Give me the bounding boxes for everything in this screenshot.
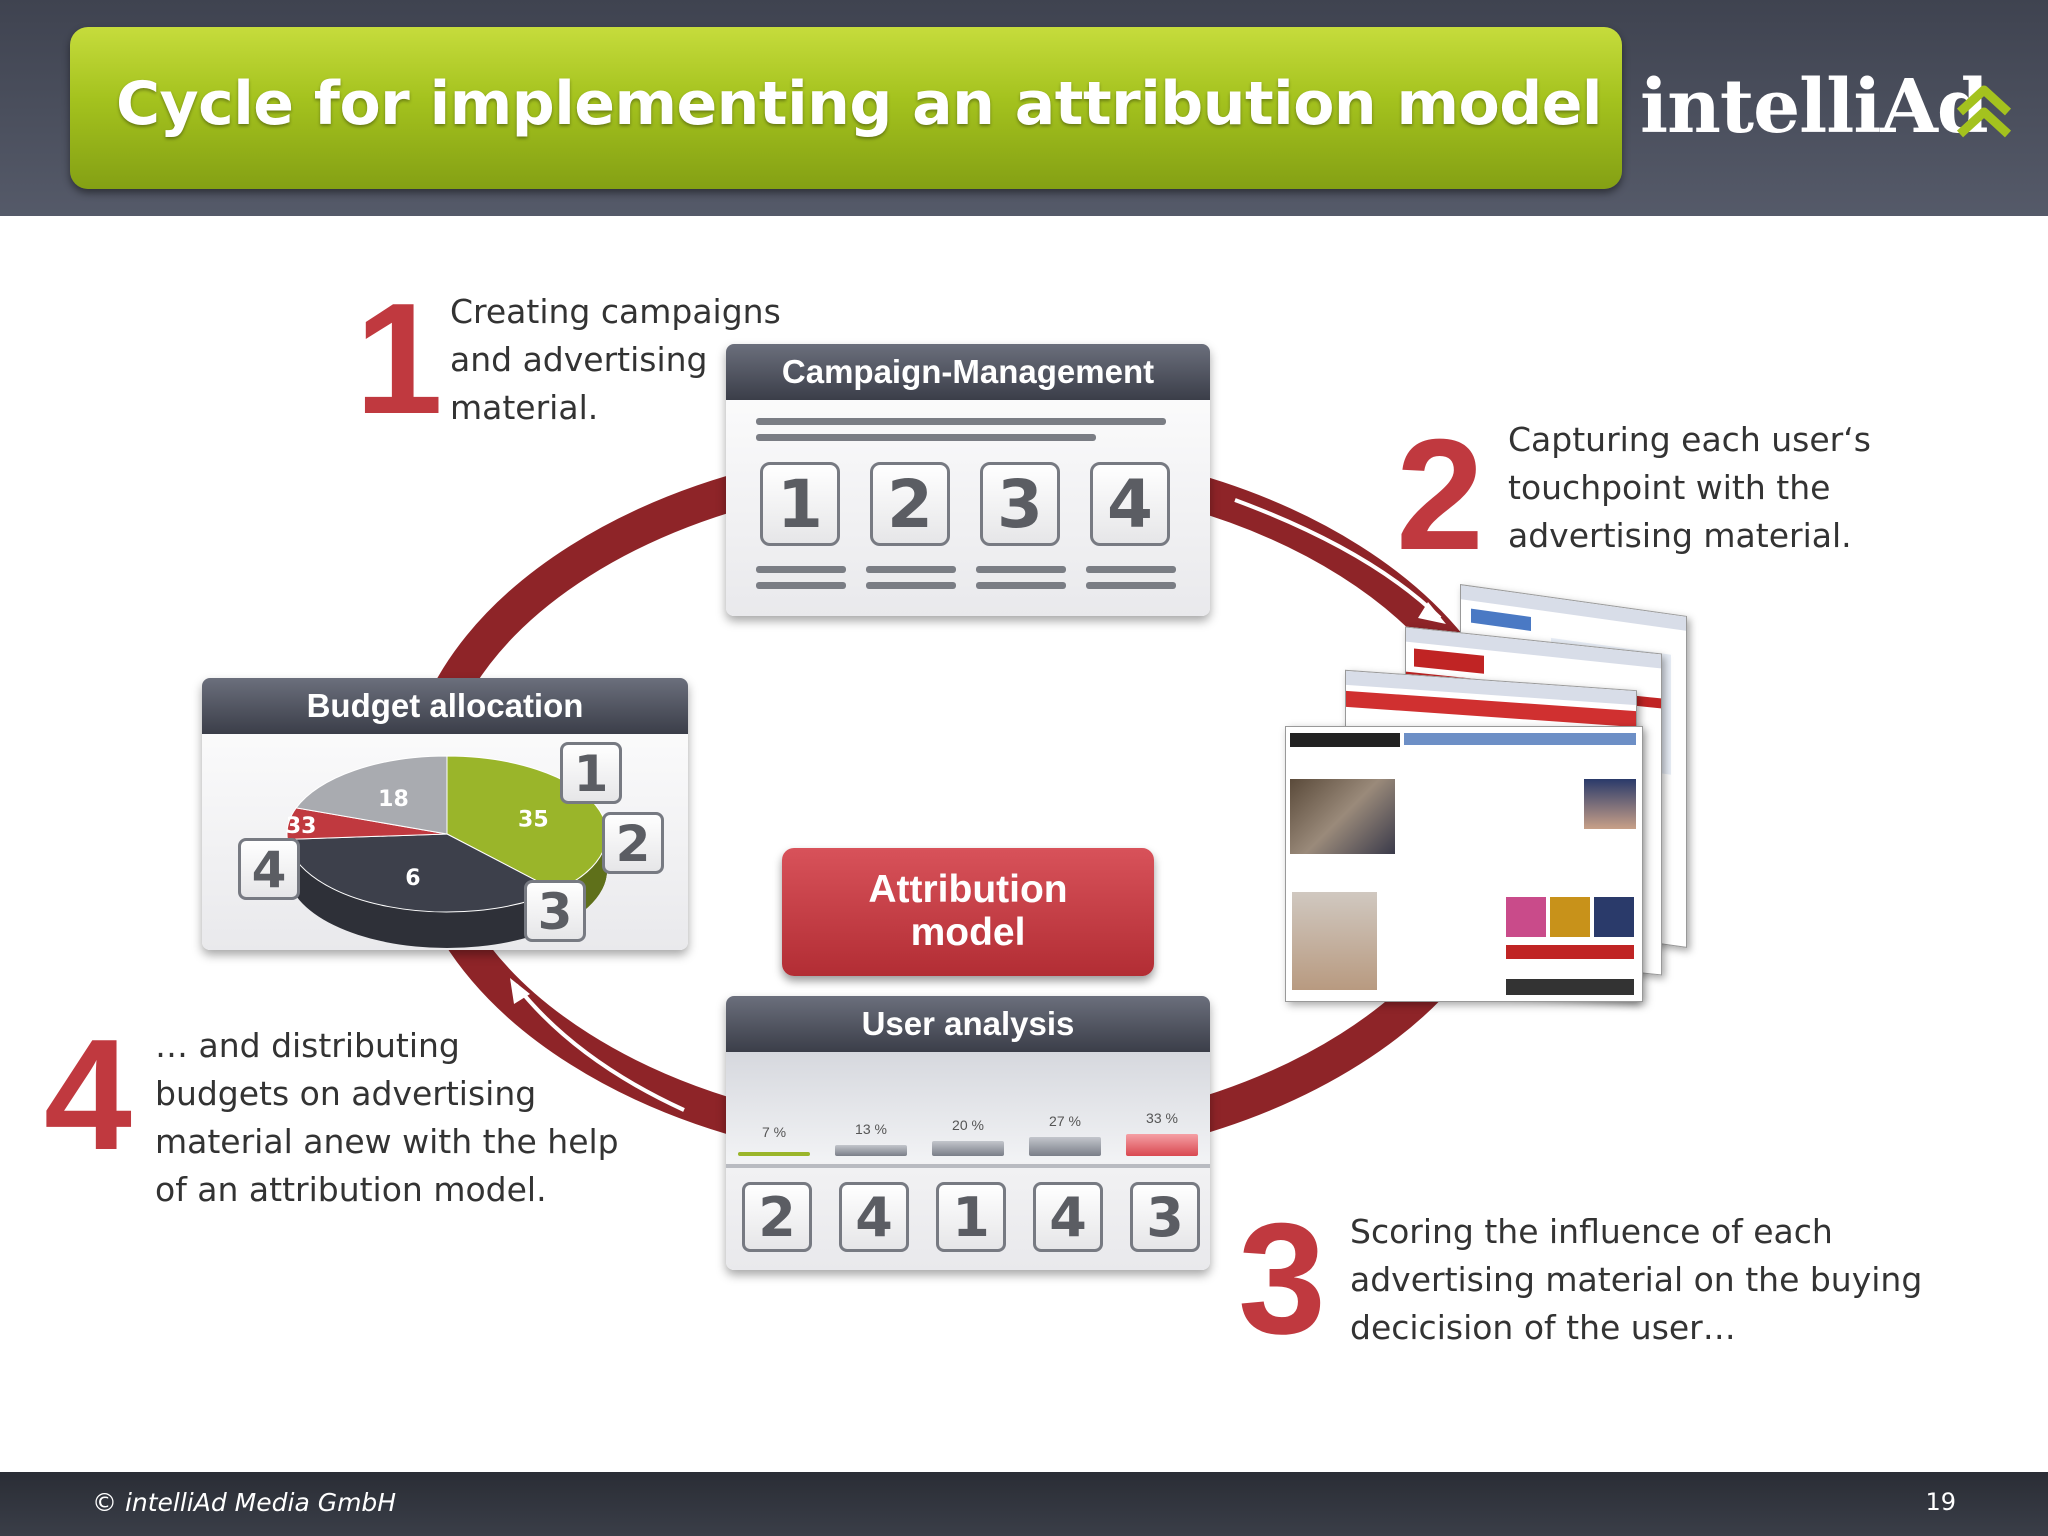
page-number: 19: [1925, 1488, 1956, 1516]
step-4-description: … and distributing budgets on advertisin…: [155, 1022, 619, 1214]
step-4-number: 4: [44, 1007, 132, 1183]
user-box-5: 3: [1130, 1182, 1200, 1252]
user-analysis-percent: 27 %: [1049, 1113, 1081, 1130]
arrow-top-right: [1234, 498, 1442, 620]
pie-value-label: 33: [286, 814, 317, 839]
text-line: [866, 582, 956, 589]
step-4-line: of an attribution model.: [155, 1170, 547, 1209]
text-line: [756, 434, 1096, 441]
arrow-bottom-right: [1261, 1028, 1437, 1126]
attribution-model-box: Attribution model: [782, 848, 1154, 976]
text-line: [976, 566, 1066, 573]
logo-text: intelliAd: [1640, 64, 1989, 150]
text-line: [756, 582, 846, 589]
arrowhead-bottom-right: [1254, 1112, 1282, 1130]
step-1-line: and advertising: [450, 340, 708, 379]
campaign-box-1: 1: [760, 462, 840, 546]
step-3-line: Scoring the influence of each: [1350, 1212, 1833, 1251]
campaign-box-3: 3: [980, 462, 1060, 546]
portrait-photo: [1584, 779, 1636, 829]
user-analysis-bar: [932, 1141, 1004, 1156]
step-2-line: advertising material.: [1508, 516, 1852, 555]
text-line: [976, 582, 1066, 589]
budget-label-2: 2: [602, 812, 664, 874]
attribution-line-2: model: [910, 911, 1026, 954]
text-line: [1086, 566, 1176, 573]
step-3-line: decicision of the user…: [1350, 1308, 1736, 1347]
ad-shoe: [1506, 897, 1546, 937]
attribution-line-1: Attribution: [868, 868, 1068, 911]
campaign-box-4: 4: [1090, 462, 1170, 546]
step-2-number: 2: [1396, 407, 1484, 583]
step-1-description: Creating campaigns and advertising mater…: [450, 288, 781, 432]
budget-label-3: 3: [524, 880, 586, 942]
user-analysis-percent: 13 %: [855, 1120, 887, 1137]
welt-online-screenshot: [1285, 726, 1643, 1002]
arrowhead-bottom-left: [510, 978, 530, 1004]
pie-slice-4: [295, 755, 448, 835]
step-2-line: touchpoint with the: [1508, 468, 1831, 507]
user-box-1: 2: [742, 1182, 812, 1252]
text-line: [756, 566, 846, 573]
campaign-box-2: 2: [870, 462, 950, 546]
pie-value-label: 18: [378, 787, 409, 812]
site-logo: [1414, 648, 1484, 674]
divider: [726, 1164, 1210, 1168]
user-analysis-bar: [738, 1152, 810, 1156]
user-box-4: 4: [1033, 1182, 1103, 1252]
site-nav: [1404, 733, 1636, 745]
pie-value-label: 6: [405, 866, 420, 891]
footer: © intelliAd Media GmbH 19: [0, 1472, 2048, 1536]
person-photo: [1292, 892, 1377, 990]
budget-label-4: 4: [238, 838, 300, 900]
campaign-management-title: Campaign-Management: [726, 344, 1210, 400]
step-3-line: advertising material on the buying: [1350, 1260, 1923, 1299]
text-line: [756, 418, 1166, 425]
step-1-line: Creating campaigns: [450, 292, 781, 331]
ad-shirt: [1594, 897, 1634, 937]
text-line: [866, 566, 956, 573]
step-2-line: Capturing each user‘s: [1508, 420, 1871, 459]
step-2-description: Capturing each user‘s touchpoint with th…: [1508, 416, 1871, 560]
user-box-3: 1: [936, 1182, 1006, 1252]
site-logo: [1290, 733, 1400, 747]
user-box-2: 4: [839, 1182, 909, 1252]
user-analysis-bar: [835, 1144, 907, 1156]
ad-bag: [1550, 897, 1590, 937]
step-4-line: … and distributing: [155, 1026, 460, 1065]
campaign-management-panel: Campaign-Management 1 2 3 4: [726, 344, 1210, 616]
arrow-bottom-left: [514, 983, 685, 1112]
step-3-description: Scoring the influence of each advertisin…: [1350, 1208, 1922, 1352]
step-4-line: budgets on advertising: [155, 1074, 537, 1113]
user-analysis-title: User analysis: [726, 996, 1210, 1052]
budget-allocation-panel: Budget allocation 35 6 33 18 1 2 3 4: [202, 678, 688, 950]
website-screenshots: [1285, 584, 1705, 1003]
user-analysis-bar: [1029, 1137, 1101, 1156]
arrowhead-top-right: [1418, 602, 1446, 624]
page-title: Cycle for implementing an attribution mo…: [116, 69, 1602, 139]
budget-label-1: 1: [560, 742, 622, 804]
step-4-line: material anew with the help: [155, 1122, 619, 1161]
ad-buttons: [1506, 945, 1634, 959]
user-analysis-bar: [1126, 1134, 1198, 1156]
budget-allocation-title: Budget allocation: [202, 678, 688, 734]
text-line: [1086, 582, 1176, 589]
header: Cycle for implementing an attribution mo…: [0, 0, 2048, 216]
pie-value-label: 35: [518, 807, 549, 832]
step-1-number: 1: [355, 271, 443, 447]
user-analysis-panel: User analysis 7 %13 %20 %27 %33 % 2 4 1 …: [726, 996, 1210, 1270]
step-3-number: 3: [1238, 1191, 1326, 1367]
copyright: © intelliAd Media GmbH: [92, 1488, 397, 1517]
title-banner: Cycle for implementing an attribution mo…: [70, 27, 1622, 189]
user-analysis-percent: 33 %: [1146, 1110, 1178, 1126]
news-photo: [1290, 779, 1395, 854]
intelliad-logo: intelliAd: [1640, 62, 2012, 152]
ad-caption: [1506, 979, 1634, 995]
step-1-line: material.: [450, 388, 599, 427]
user-analysis-percent: 20 %: [952, 1117, 984, 1134]
site-logo: [1471, 608, 1531, 632]
logo-chevron-icon: [1956, 85, 2012, 138]
user-analysis-percent: 7 %: [761, 1124, 787, 1141]
